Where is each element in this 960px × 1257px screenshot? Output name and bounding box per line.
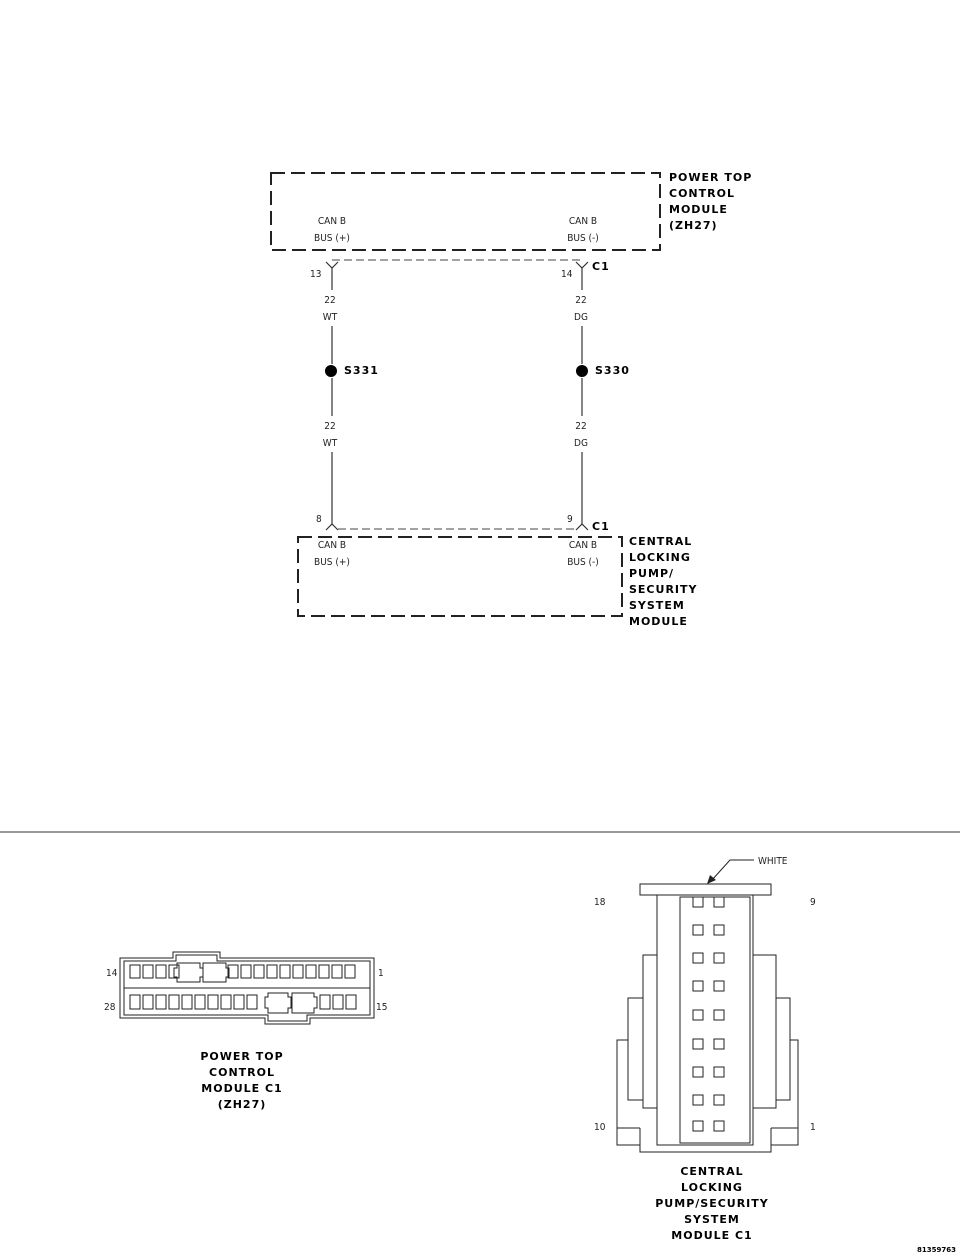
clp-face-pin-9: 9 [810, 897, 816, 908]
ptcm-right-pin-label-1: CAN B [569, 216, 597, 227]
wire-right-lower-color: DG [574, 438, 588, 449]
figure-id: 81359763 [917, 1246, 956, 1254]
clp-right-pin-label-2: BUS (-) [567, 557, 599, 568]
ptcm-caption-line-1: POWER TOP [200, 1050, 283, 1063]
clp-pin-8: 8 [316, 514, 322, 525]
wire-right-lower-gauge: 22 [575, 421, 586, 432]
white-leader-arrow [707, 875, 716, 884]
ptcm-connector-c1: 13 14 C1 [310, 259, 610, 280]
clp-title-line-2: LOCKING [629, 551, 691, 564]
ptcm-caption-line-3: MODULE C1 [201, 1082, 282, 1095]
ptcm-pin-14: 14 [561, 269, 573, 280]
clp-connector-face-view: WHITE 18 9 10 1 CENTRAL LOCKING PUMP/SEC… [594, 856, 816, 1242]
splice-s331-label: S331 [344, 364, 379, 377]
wire-left-upper-color: WT [323, 312, 338, 323]
clp-title-line-3: PUMP/ [629, 567, 674, 580]
clp-connector-label: C1 [592, 520, 610, 533]
clp-caption-line-1: CENTRAL [680, 1165, 743, 1178]
clp-dashed-outline [297, 536, 623, 617]
clp-pin-9: 9 [567, 514, 573, 525]
ptcm-title-line-1: POWER TOP [669, 171, 752, 184]
ptcm-caption-line-2: CONTROL [209, 1066, 275, 1079]
ptcm-right-pin-label-2: BUS (-) [567, 233, 599, 244]
wire-right-upper-color: DG [574, 312, 588, 323]
wire-left-lower-color: WT [323, 438, 338, 449]
clp-face-pin-10: 10 [594, 1122, 606, 1133]
ptcm-top-row-cavities [129, 962, 356, 983]
ptcm-left-pin-label-1: CAN B [318, 216, 346, 227]
clp-cavities [692, 896, 725, 1132]
splice-s330-label: S330 [595, 364, 630, 377]
ptcm-title-line-3: MODULE [669, 203, 728, 216]
clp-right-pin-label-1: CAN B [569, 540, 597, 551]
clp-title-line-4: SECURITY [629, 583, 698, 596]
clp-caption-line-4: SYSTEM [684, 1213, 740, 1226]
splice-s331-dot [325, 365, 337, 377]
wire-right-upper-gauge: 22 [575, 295, 586, 306]
central-locking-pump-module: CAN B BUS (+) CAN B BUS (-) CENTRAL LOCK… [297, 535, 698, 628]
ptcm-pin-13: 13 [310, 269, 321, 280]
clp-connector-c1: 8 9 C1 [316, 514, 610, 533]
wire-can-b-minus: 22 DG S330 22 DG [574, 268, 630, 524]
ptcm-face-pin-1: 1 [378, 968, 384, 979]
ptcm-bottom-row-cavities [129, 992, 357, 1014]
clp-caption-line-3: PUMP/SECURITY [655, 1197, 769, 1210]
clp-title-line-5: SYSTEM [629, 599, 685, 612]
clp-title-line-6: MODULE [629, 615, 688, 628]
clp-color-label: WHITE [758, 856, 788, 867]
wire-left-upper-gauge: 22 [324, 295, 335, 306]
wire-can-b-plus: 22 WT S331 22 WT [323, 268, 379, 524]
ptcm-face-pin-15: 15 [376, 1002, 387, 1013]
ptcm-connector-face-view: 14 1 28 15 POWER TOP CONTROL MODULE C1 (… [104, 951, 387, 1111]
power-top-control-module: CAN B BUS (+) CAN B BUS (-) POWER TOP CO… [270, 171, 752, 251]
clp-caption-line-5: MODULE C1 [671, 1229, 752, 1242]
white-leader-line [711, 859, 754, 881]
ptcm-title-line-2: CONTROL [669, 187, 735, 200]
clp-caption-line-2: LOCKING [681, 1181, 743, 1194]
ptcm-caption-line-4: (ZH27) [218, 1098, 267, 1111]
ptcm-left-pin-label-2: BUS (+) [314, 233, 350, 244]
ptcm-face-pin-28: 28 [104, 1002, 116, 1013]
ptcm-face-pin-14: 14 [106, 968, 118, 979]
clp-left-pin-label-1: CAN B [318, 540, 346, 551]
splice-s330-dot [576, 365, 588, 377]
clp-left-pin-label-2: BUS (+) [314, 557, 350, 568]
clp-face-pin-18: 18 [594, 897, 606, 908]
ptcm-connector-label: C1 [592, 260, 610, 273]
ptcm-dashed-outline [270, 172, 661, 251]
wire-left-lower-gauge: 22 [324, 421, 335, 432]
clp-face-pin-1: 1 [810, 1122, 816, 1133]
clp-title-line-1: CENTRAL [629, 535, 692, 548]
ptcm-title-line-4: (ZH27) [669, 219, 718, 232]
